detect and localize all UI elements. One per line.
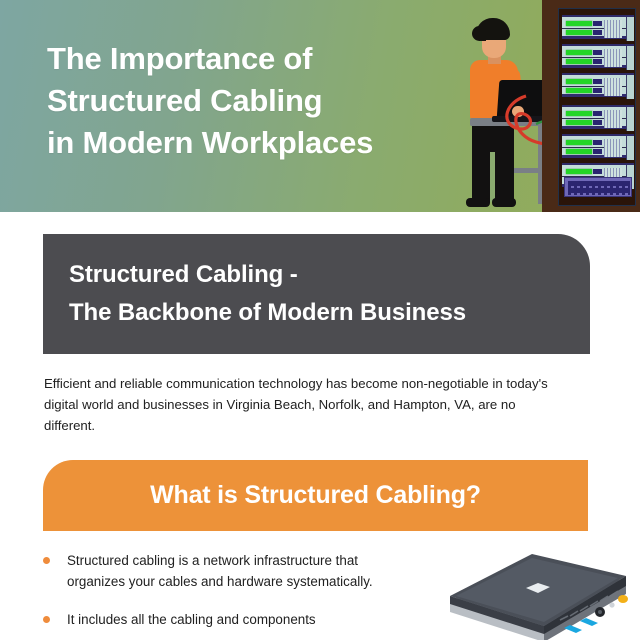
- bullet-dot-icon: [43, 557, 50, 564]
- server-led: [566, 140, 592, 145]
- server-unit: [562, 134, 634, 160]
- person-shoe-right: [492, 198, 516, 207]
- server-knob: [593, 169, 602, 174]
- server-led: [566, 169, 592, 174]
- server-led: [566, 79, 592, 84]
- server-rack-cabinet: [558, 8, 636, 206]
- server-led: [566, 111, 592, 116]
- server-knob: [593, 140, 602, 145]
- server-knob: [593, 59, 602, 64]
- server-side-cap: [626, 17, 634, 41]
- page-title-line-2: Structured Cabling: [47, 83, 323, 118]
- list-item-text: Structured cabling is a network infrastr…: [67, 553, 373, 589]
- dark-banner-line-1: Structured Cabling -: [69, 261, 298, 288]
- hero-header: The Importance of Structured Cabling in …: [0, 0, 640, 212]
- server-knob: [593, 149, 602, 154]
- server-side-cap: [626, 75, 634, 99]
- server-unit: [562, 15, 634, 41]
- person-illustration: [452, 18, 572, 212]
- server-led: [566, 149, 592, 154]
- person-legs: [472, 116, 514, 202]
- page-title-line-3: in Modern Workplaces: [47, 125, 374, 160]
- bullet-dot-icon: [43, 616, 50, 623]
- server-led: [566, 59, 592, 64]
- server-vent-grid: [604, 110, 622, 128]
- desk-leg-right: [538, 126, 543, 204]
- server-knob: [593, 120, 602, 125]
- server-led: [566, 88, 592, 93]
- server-knob: [593, 30, 602, 35]
- router-device-illustration: [450, 554, 628, 640]
- page-title: The Importance of Structured Cabling in …: [47, 38, 467, 164]
- server-divider: [562, 57, 634, 58]
- server-vent-grid: [604, 49, 622, 67]
- page-title-line-1: The Importance of: [47, 41, 313, 76]
- patch-panel: [564, 177, 632, 197]
- server-knob: [593, 88, 602, 93]
- server-unit: [562, 73, 634, 99]
- server-unit: [562, 105, 634, 131]
- server-led: [566, 50, 592, 55]
- server-divider: [562, 147, 634, 148]
- list-item-text: It includes all the cabling and componen…: [67, 612, 316, 627]
- dark-banner-line-2: The Backbone of Modern Business: [69, 299, 466, 326]
- laptop-base: [492, 116, 554, 122]
- server-vent-grid: [604, 78, 622, 96]
- server-knob: [593, 111, 602, 116]
- person-hand: [512, 106, 524, 117]
- section-banner-orange-title: What is Structured Cabling?: [150, 481, 481, 509]
- list-item: It includes all the cabling and componen…: [40, 609, 380, 630]
- server-led: [566, 30, 592, 35]
- section-banner-orange: What is Structured Cabling?: [43, 460, 588, 531]
- server-led: [566, 21, 592, 26]
- person-neck: [488, 54, 501, 64]
- server-side-cap: [626, 46, 634, 70]
- server-knob: [593, 21, 602, 26]
- patch-panel-ports: [568, 181, 630, 195]
- server-divider: [562, 176, 634, 177]
- list-item: Structured cabling is a network infrastr…: [40, 550, 380, 592]
- server-knob: [593, 50, 602, 55]
- person-hair: [472, 18, 510, 41]
- server-divider: [562, 86, 634, 87]
- section-banner-dark-title: Structured Cabling - The Backbone of Mod…: [69, 256, 579, 332]
- server-rack-wall: [542, 0, 640, 212]
- intro-paragraph: Efficient and reliable communication tec…: [44, 376, 548, 433]
- server-divider: [562, 28, 634, 29]
- server-side-cap: [626, 136, 634, 160]
- section-banner-dark: Structured Cabling - The Backbone of Mod…: [43, 234, 590, 354]
- person-shoe-left: [466, 198, 490, 207]
- server-led: [566, 120, 592, 125]
- server-knob: [593, 79, 602, 84]
- desk-top: [470, 118, 552, 126]
- server-divider: [562, 118, 634, 119]
- server-vent-grid: [604, 20, 622, 38]
- server-unit: [562, 44, 634, 70]
- bullet-list: Structured cabling is a network infrastr…: [40, 550, 380, 640]
- server-side-cap: [626, 107, 634, 131]
- server-vent-grid: [604, 139, 622, 157]
